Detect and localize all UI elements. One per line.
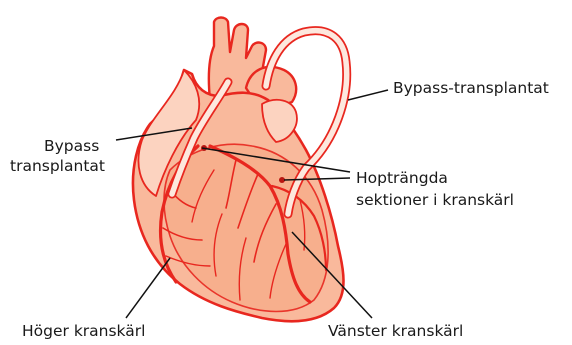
label-bypass-left-line1: Bypass <box>44 136 99 156</box>
label-left-coronary: Vänster kranskärl <box>328 321 463 341</box>
label-right-coronary: Höger kranskärl <box>22 321 145 341</box>
heart-body <box>133 70 344 321</box>
leader-right-coronary <box>126 258 170 318</box>
label-bypass-left-line2: transplantat <box>10 156 105 176</box>
leader-bypass-top <box>348 90 388 100</box>
label-narrowed-line1: Hopträngda <box>356 168 448 188</box>
label-narrowed-line2: sektioner i kranskärl <box>356 190 514 210</box>
label-bypass-top: Bypass-transplantat <box>393 78 549 98</box>
